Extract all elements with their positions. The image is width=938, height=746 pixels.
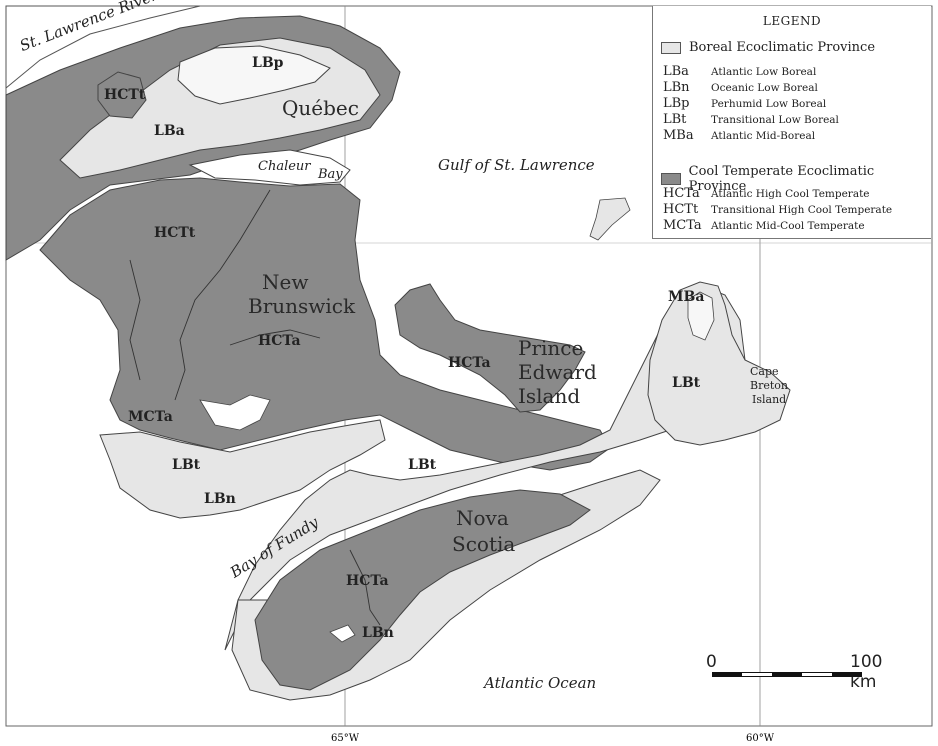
chaleur-bay-water [188, 149, 351, 186]
cape-breton-mba [687, 291, 715, 341]
legend-desc: Atlantic High Cool Temperate [711, 188, 870, 200]
legend-code: HCTa [663, 186, 700, 201]
cool-entry-hcta: HCTa Atlantic High Cool Temperate [663, 186, 870, 201]
zone-lbt-nb: LBt [172, 457, 201, 473]
nb-river-water [199, 394, 271, 431]
zone-lbp: LBp [252, 55, 284, 71]
bay-label: Bay [318, 167, 343, 182]
legend-desc: Transitional Low Boreal [711, 114, 839, 126]
zone-hcta-ns: HCTa [346, 573, 389, 589]
pei-label-1: Prince [518, 336, 584, 360]
cool-province-label: Cool Temperate Ecoclimatic Province [688, 164, 875, 194]
quebec-hctt-patch [97, 71, 147, 119]
pei-label-2: Edward [518, 360, 597, 384]
scale-seg-5 [832, 672, 862, 677]
nb-boundary-1 [174, 189, 271, 401]
zone-hcta-nb: HCTa [258, 333, 301, 349]
label-60w: 60°W [746, 733, 775, 744]
magdalen-islands [589, 197, 631, 241]
nb-boundary-3 [229, 329, 321, 346]
legend-code: MBa [663, 128, 694, 143]
boreal-entry-lbt: LBt Transitional Low Boreal [663, 112, 839, 127]
nova-scotia-cool-temperate [254, 489, 591, 691]
boreal-entry-lbp: LBp Perhumid Low Boreal [663, 96, 826, 111]
scale-seg-3 [772, 672, 802, 677]
boreal-province-label: Boreal Ecoclimatic Province [689, 40, 876, 55]
gulf-label: Gulf of St. Lawrence [438, 156, 595, 174]
legend-desc: Transitional High Cool Temperate [711, 204, 893, 216]
legend-code: HCTt [663, 202, 699, 217]
legend-code: LBt [663, 112, 687, 127]
chaleur-label: Chaleur [258, 159, 311, 174]
zone-lbt-cb: LBt [672, 375, 701, 391]
ns-lake [329, 624, 356, 643]
scale-bar: 0 100 km [706, 652, 882, 692]
legend-code: LBa [663, 64, 689, 79]
zone-hctt: HCTt [154, 225, 196, 241]
scale-end: 100 km [850, 652, 883, 692]
scale-start: 0 [706, 652, 717, 672]
legend-desc: Oceanic Low Boreal [711, 82, 818, 94]
zone-hctt-quebec: HCTt [104, 87, 146, 103]
cape-breton-label-1: Cape [750, 365, 779, 378]
zone-hcta-pei: HCTa [448, 355, 491, 371]
ns-boundary [349, 549, 381, 626]
legend-cool-province: Cool Temperate Ecoclimatic Province [661, 164, 931, 194]
new-brunswick-label-2: Brunswick [248, 294, 356, 318]
cool-swatch [661, 173, 681, 185]
boreal-entry-lba: LBa Atlantic Low Boreal [663, 64, 816, 79]
legend-code: LBp [663, 96, 690, 111]
zone-mcta: MCTa [128, 409, 173, 425]
atlantic-ocean-label: Atlantic Ocean [484, 674, 597, 692]
pei-cool-temperate [394, 283, 586, 413]
nova-scotia-label-1: Nova [456, 506, 509, 530]
boreal-entry-mba: MBa Atlantic Mid-Boreal [663, 128, 815, 143]
pei-label-3: Island [518, 384, 581, 408]
scale-seg-1 [712, 672, 742, 677]
zone-lbn-ns: LBn [362, 625, 394, 641]
cape-breton-boreal [647, 281, 791, 446]
quebec-label: Québec [282, 96, 359, 120]
zone-lbt-ns: LBt [408, 457, 437, 473]
zone-lbn-nb: LBn [204, 491, 236, 507]
cool-entry-hctt: HCTt Transitional High Cool Temperate [663, 202, 892, 217]
label-65w: 65°W [331, 733, 360, 744]
boreal-entry-lbn: LBn Oceanic Low Boreal [663, 80, 818, 95]
legend-desc: Atlantic Low Boreal [711, 66, 817, 78]
cape-breton-label-3: Island [752, 393, 787, 406]
legend-desc: Atlantic Mid-Cool Temperate [711, 220, 865, 232]
new-brunswick-label-1: New [262, 270, 309, 294]
zone-lba: LBa [154, 123, 185, 139]
st-lawrence-water [5, 5, 201, 90]
legend-code: LBn [663, 80, 690, 95]
cool-entry-mcta: MCTa Atlantic Mid-Cool Temperate [663, 218, 865, 233]
boreal-swatch [661, 41, 681, 54]
legend-desc: Perhumid Low Boreal [711, 98, 827, 110]
nova-scotia-label-2: Scotia [452, 532, 516, 556]
legend-boreal-province: Boreal Ecoclimatic Province [661, 40, 875, 55]
map-frame [5, 5, 933, 727]
scale-seg-2 [742, 672, 772, 677]
nb-boundary-2 [129, 259, 141, 381]
legend-desc: Atlantic Mid-Boreal [711, 130, 816, 142]
scale-seg-4 [802, 672, 832, 677]
new-brunswick-cool-temperate [39, 177, 611, 471]
zone-mba: MBa [668, 289, 705, 305]
quebec-boreal-lbp [177, 45, 331, 105]
legend-title: LEGEND [762, 14, 822, 28]
nb-boreal-lbt [99, 419, 386, 519]
legend-code: MCTa [663, 218, 702, 233]
cape-breton-label-2: Breton [750, 379, 788, 392]
